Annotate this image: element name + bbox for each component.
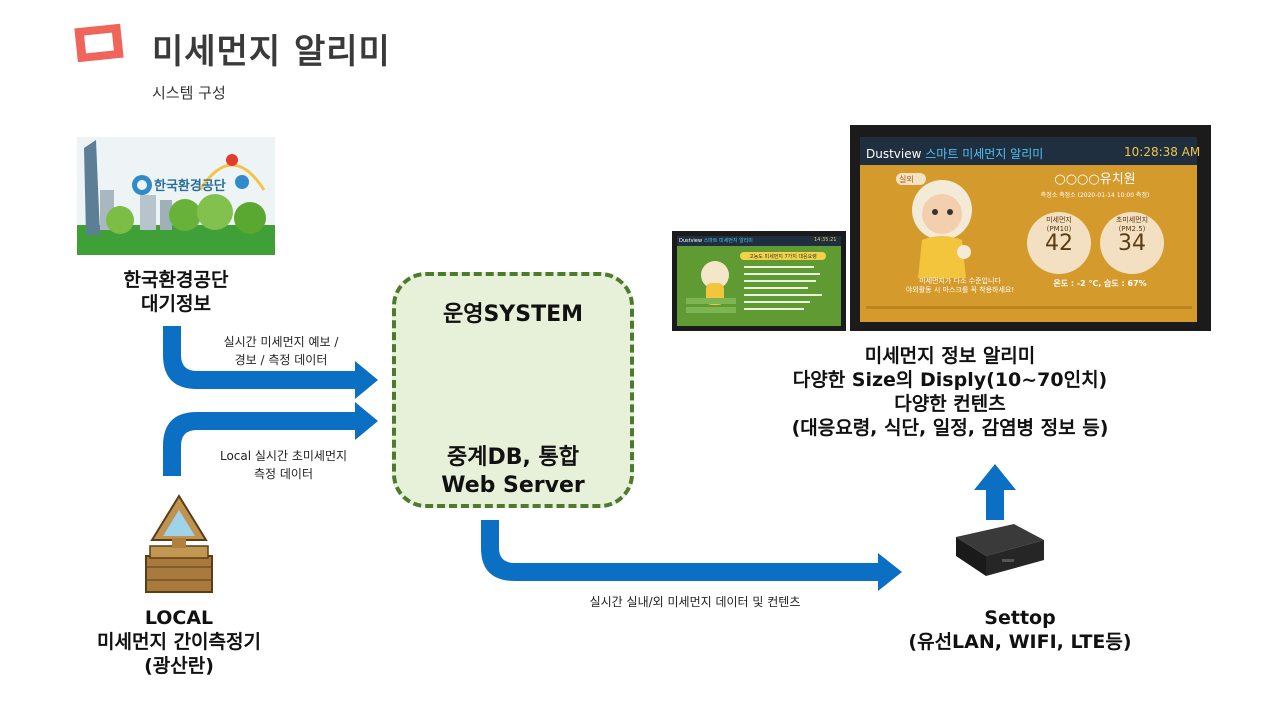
arrow-settop-to-display	[974, 464, 1016, 520]
small-display-illustration	[672, 231, 846, 331]
pm25-value: 34	[1118, 231, 1146, 256]
settop-box-illustration	[956, 524, 1044, 576]
small-screen-heading: 고농도 미세먼지 7가지 대응요령	[749, 254, 817, 260]
kecoa-label: 한국환경공단 대기정보	[123, 269, 229, 315]
settop-label: Settop (유선LAN, WIFI, LTE등)	[908, 607, 1132, 653]
arrow-local-to-server	[163, 402, 378, 476]
display-label: 미세먼지 정보 알리미 다양한 Size의 Disply(10~70인치) 다양…	[791, 345, 1109, 439]
local-meter-illustration	[145, 494, 213, 593]
operation-system-box	[392, 272, 634, 508]
screen-clock: 10:28:38 AM	[1124, 145, 1201, 159]
screen-header: Dustview 스마트 미세먼지 알리미	[866, 147, 1044, 161]
operation-system-title: 운영SYSTEM	[442, 302, 584, 327]
local-label: LOCAL 미세먼지 간이측정기 (광산란)	[97, 607, 261, 677]
screen-weather: 온도 : -2 ℃, 습도 : 67%	[1053, 279, 1147, 288]
operation-system-description: 중계DB, 통합 Web Server	[441, 445, 585, 498]
page-title: 미세먼지 알리미	[152, 32, 391, 72]
local-flow-label: Local 실시간 초미세먼지 측정 데이터	[219, 449, 348, 481]
screen-place: ○○○○유치원	[1054, 172, 1136, 187]
kecoa-illustration	[77, 137, 275, 255]
small-screen-clock: 14:35:21	[814, 237, 837, 243]
arrow-server-to-settop	[481, 520, 902, 591]
page-subtitle: 시스템 구성	[152, 84, 226, 102]
large-display-illustration	[850, 125, 1211, 331]
output-flow-label: 실시간 실내/외 미세먼지 데이터 및 컨텐츠	[589, 595, 801, 609]
screen-badge: 실외	[899, 175, 914, 184]
pm10-label: 미세먼지(PM10)	[1046, 216, 1072, 233]
pm25-label: 초미세먼지(PM2.5)	[1115, 216, 1149, 233]
kecoa-flow-label: 실시간 미세먼지 예보 / 경보 / 측정 데이터	[223, 335, 339, 367]
kecoa-logo-text: 한국환경공단	[154, 179, 226, 194]
small-screen-header: Dustview 스마트 미세먼지 알리미	[679, 238, 753, 244]
arrow-kecoa-to-server	[163, 326, 378, 399]
pm10-value: 42	[1045, 231, 1073, 256]
screen-station: 측정소 측정소 (2020-01-14 10:00 측정)	[1040, 192, 1150, 199]
